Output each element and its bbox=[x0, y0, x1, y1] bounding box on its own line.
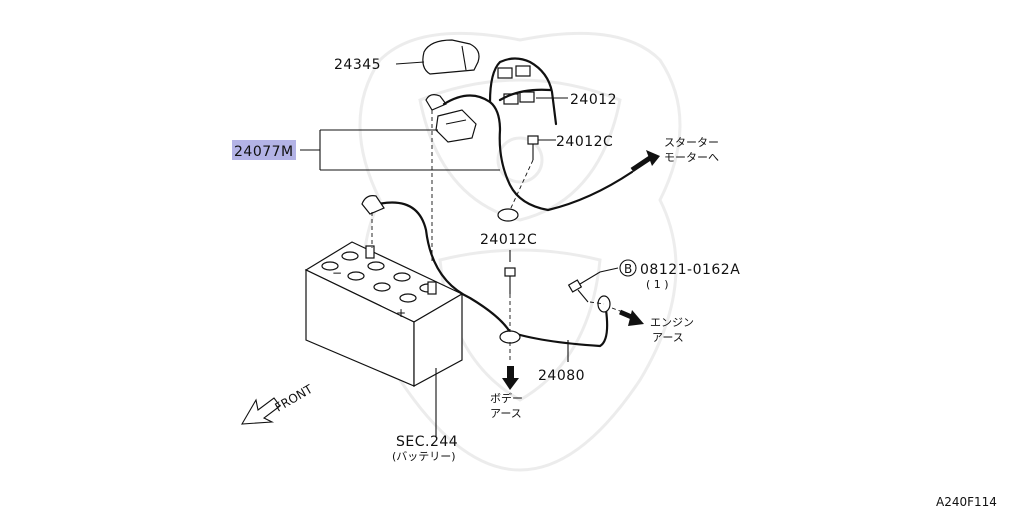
label-08121-qty: ( 1 ) bbox=[646, 278, 669, 291]
negative-clamp bbox=[361, 195, 385, 215]
arrow-engine-ground bbox=[619, 309, 644, 326]
harness-branch-mid bbox=[498, 88, 552, 102]
bolt-08121 bbox=[567, 279, 589, 303]
label-starter-2: モーターへ bbox=[664, 151, 719, 164]
ring-terminal-body bbox=[497, 208, 519, 222]
bolt-24012c-mid bbox=[504, 267, 516, 294]
label-24012c-mid: 24012C bbox=[480, 232, 537, 248]
positive-clamp bbox=[425, 94, 477, 143]
leader-24345 bbox=[395, 61, 425, 65]
minus-sign: − bbox=[332, 266, 342, 280]
label-body-1: ボデー bbox=[490, 391, 523, 405]
arrow-body-ground bbox=[502, 366, 519, 390]
label-sec244: SEC.244 bbox=[396, 434, 458, 450]
battery: − + bbox=[304, 241, 464, 388]
marker-b: B bbox=[624, 262, 632, 276]
label-08121: 08121-0162A bbox=[640, 262, 740, 278]
label-24345: 24345 bbox=[334, 57, 381, 73]
label-24080: 24080 bbox=[538, 368, 585, 384]
harness-wire-upper bbox=[442, 94, 634, 212]
ring-terminal-ground bbox=[499, 330, 521, 344]
dash-bolt-engine bbox=[589, 301, 605, 305]
arrow-front bbox=[241, 397, 281, 425]
label-front: FRONT bbox=[273, 382, 316, 415]
label-24077m[interactable]: 24077M bbox=[234, 144, 294, 160]
label-body-2: アース bbox=[490, 407, 522, 420]
label-engine-2: アース bbox=[652, 331, 684, 344]
bolt-24012c-top bbox=[527, 135, 539, 160]
label-engine-1: エンジン bbox=[650, 316, 694, 329]
arrow-starter bbox=[630, 150, 660, 173]
leader-08121 bbox=[579, 267, 619, 285]
negative-cable bbox=[376, 201, 609, 348]
plus-sign: + bbox=[396, 306, 406, 320]
highlight-24077m bbox=[232, 140, 296, 160]
label-24012c-top: 24012C bbox=[556, 134, 613, 150]
label-sec244-sub: (バッテリー) bbox=[392, 450, 456, 463]
label-starter-1: スターター bbox=[664, 136, 719, 149]
dash-bolt-top bbox=[509, 159, 534, 211]
label-24012: 24012 bbox=[570, 92, 617, 108]
part-24345-cover bbox=[422, 39, 480, 75]
figure-code: A240F114 bbox=[936, 495, 997, 509]
bracket-24077m bbox=[300, 129, 500, 171]
harness-branch-top bbox=[488, 57, 558, 126]
marker-b-circle bbox=[619, 259, 637, 277]
